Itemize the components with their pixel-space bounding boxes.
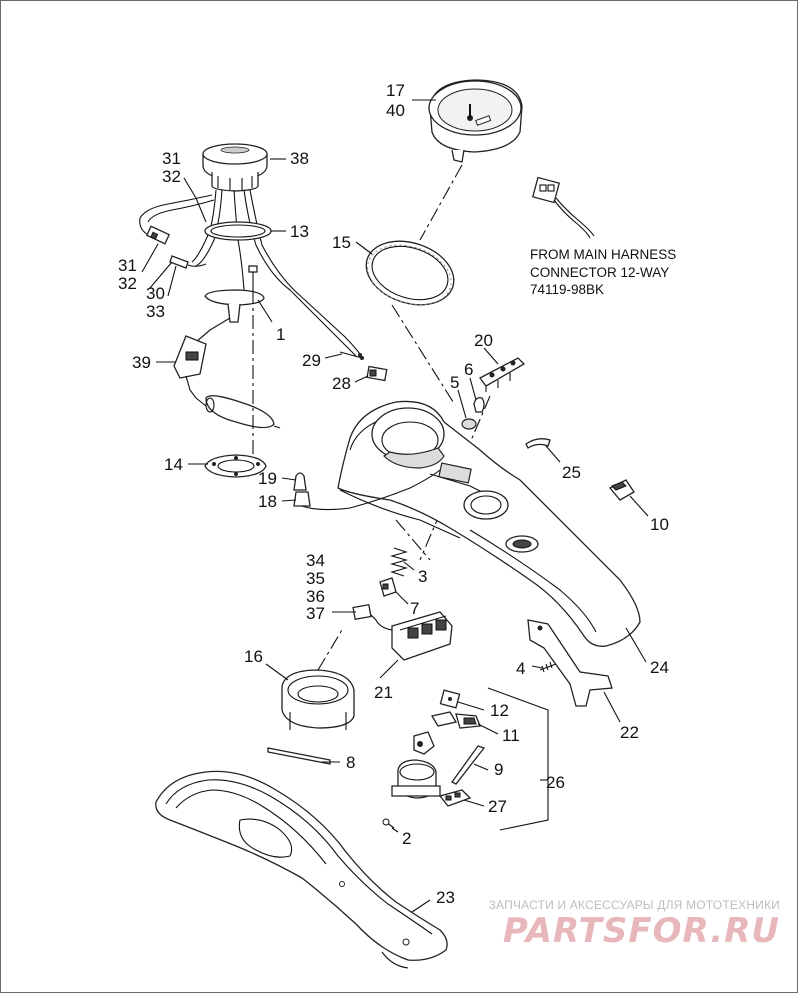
callout-1: 1 [276,325,285,344]
callout-39: 39 [132,353,151,372]
fuel-tank-console [337,400,641,647]
speedometer-gauge [428,79,523,163]
callout-20: 20 [474,331,493,350]
note-line-3: 74119-98BK [530,282,604,297]
callout-27: 27 [488,797,507,816]
switch-cover-plate [439,689,461,709]
callout-23: 23 [436,888,455,907]
fuel-gauge-wires [139,189,361,357]
fuel-sender-float-arm [173,317,281,429]
wire-terminals [169,255,207,269]
console-mounting-bracket [527,619,613,707]
cable-tie [267,747,331,765]
callout-14: 14 [164,455,183,474]
callout-13: 13 [290,222,309,241]
watermark: ЗАПЧАСТИ И АКСЕССУАРЫ ДЛЯ МОТОТЕХНИКИ PA… [480,898,780,950]
callout-18: 18 [258,492,277,511]
callout-16: 16 [244,647,263,666]
callout-33: 33 [146,302,165,321]
callout-34: 34 [306,551,325,570]
sender-connector [145,225,171,245]
callout-25: 25 [562,463,581,482]
gauge-bezel-ring [365,240,455,306]
switch-terminal-plate [438,789,472,807]
callout-numbers: 17 40 31 32 38 13 15 31 32 30 33 1 39 29… [118,81,669,907]
callout-31: 31 [162,149,181,168]
callout-17: 17 [386,81,405,100]
indicator-lamp-bracket [479,357,526,392]
harness-note: FROM MAIN HARNESS CONNECTOR 12-WAY 74119… [530,247,676,297]
leader-lines [141,99,649,913]
callout-19: 19 [258,469,277,488]
callout-29: 29 [302,351,321,370]
harness-connector-small [366,365,388,382]
watermark-logo: PARTSFOR.RU [502,911,780,951]
callout-38: 38 [290,149,309,168]
callout-15: 15 [332,233,351,252]
sender-gasket [204,454,267,478]
vent-hose [525,438,551,449]
key-lock-cylinder [413,731,435,755]
switch-screw [382,818,395,829]
callout-5: 5 [450,373,459,392]
switch-kit-bracket-line [487,687,549,831]
callout-3: 3 [418,567,427,586]
callout-6: 6 [464,360,473,379]
callout-30: 30 [146,284,165,303]
callout-31: 31 [118,256,137,275]
callout-32: 32 [162,167,181,186]
watermark-caption: ЗАПЧАСТИ И АКСЕССУАРЫ ДЛЯ МОТОТЕХНИКИ [488,898,780,912]
callout-32: 32 [118,274,137,293]
indicator-wire [293,469,441,511]
switch-cable-tie [451,745,486,785]
callout-2: 2 [402,829,411,848]
ignition-switch [391,759,441,799]
switch-mounting-ring [281,669,355,730]
ring-guide-line [317,629,343,671]
gauge-guide-line [419,164,463,241]
retaining-clip [608,479,635,501]
callout-12: 12 [490,701,509,720]
ignition-switch-housing [352,603,453,661]
main-harness-connector [531,176,595,239]
callout-22: 22 [620,723,639,742]
sender-mounting-plate [204,289,265,323]
callout-40: 40 [386,101,405,120]
callout-35: 35 [306,569,325,588]
ignition-key [430,711,481,729]
callout-21: 21 [374,683,393,702]
callout-10: 10 [650,515,669,534]
callout-4: 4 [516,659,525,678]
callout-11: 11 [502,726,520,745]
lamp-guide-line [419,395,491,561]
harness-wire-ends [339,351,364,360]
fuel-gauge-unit [202,143,268,192]
callout-7: 7 [410,599,419,618]
callout-26: 26 [546,773,565,792]
callout-9: 9 [494,760,503,779]
spring [389,547,409,577]
callout-37: 37 [306,604,325,623]
spring-guide-line [395,519,431,561]
callout-24: 24 [650,658,669,677]
note-line-2: CONNECTOR 12-WAY [530,265,669,280]
console-lower-panel [155,770,448,969]
bezel-guide-line [391,304,456,406]
bracket-screw [539,661,557,673]
sender-screw [248,265,258,290]
callout-8: 8 [346,753,355,772]
callout-28: 28 [332,374,351,393]
note-line-1: FROM MAIN HARNESS [530,247,676,262]
washer [461,418,477,430]
callout-36: 36 [306,587,325,606]
switch-clip [379,577,397,597]
